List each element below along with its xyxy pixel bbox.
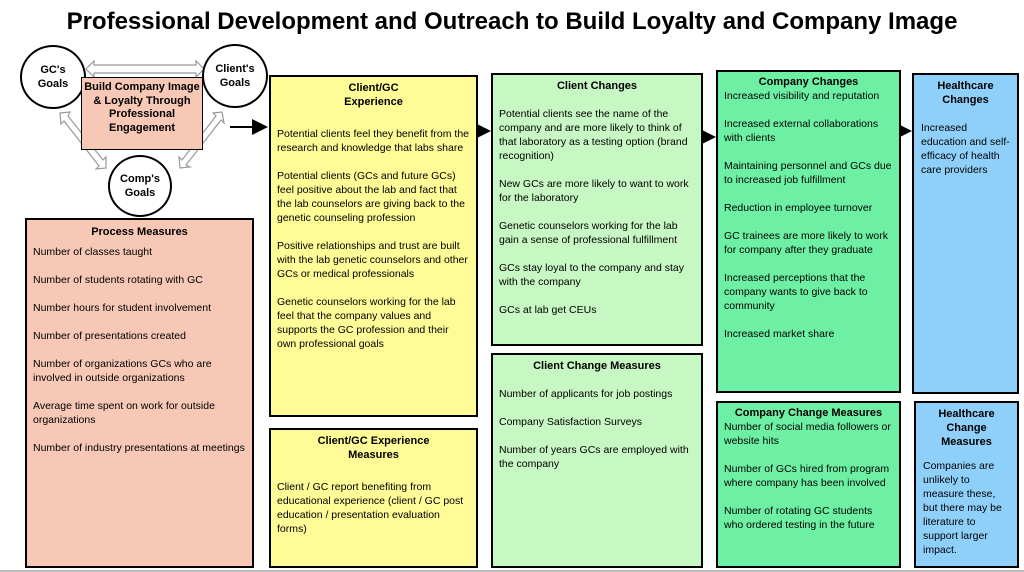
- list-item: Potential clients see the name of the co…: [499, 108, 688, 162]
- bottom-divider: [0, 570, 1024, 572]
- list-item: Average time spent on work for outside o…: [33, 400, 215, 426]
- list-item: Increased market share: [724, 328, 835, 340]
- healthcare-change-measures-box: Healthcare Change Measures Companies are…: [914, 401, 1019, 568]
- company-changes-heading: Company Changes: [758, 76, 859, 88]
- build-company-image-box: Build Company Image & Loyalty Through Pr…: [81, 77, 203, 150]
- list-item: Number of industry presentations at meet…: [33, 442, 245, 454]
- client-changes-heading: Client Changes: [556, 80, 638, 92]
- list-item: Reduction in employee turnover: [724, 202, 873, 214]
- list-item: Increased external collaborations with c…: [724, 118, 879, 144]
- client-change-measures-list: Number of applicants for job postings Co…: [499, 387, 695, 471]
- client-changes-list: Potential clients see the name of the co…: [499, 107, 695, 317]
- comps-goals-label: Comp's Goals: [120, 173, 160, 199]
- list-item: Number of presentations created: [33, 330, 186, 342]
- client-gc-experience-measures-heading: Client/GC Experience Measures: [317, 435, 430, 461]
- list-item: New GCs are more likely to want to work …: [499, 178, 689, 204]
- list-item: Number of GCs hired from program where c…: [724, 463, 890, 489]
- list-item: Number of applicants for job postings: [499, 388, 673, 400]
- client-gc-experience-measures-list: Client / GC report benefiting from educa…: [277, 480, 470, 536]
- company-change-measures-heading: Company Change Measures: [734, 407, 883, 419]
- gc-goals-label: GC's Goals: [37, 64, 69, 90]
- cycle-arrow-top: [85, 59, 205, 79]
- process-measures-list: Number of classes taught Number of stude…: [33, 245, 246, 455]
- list-item: Number hours for student involvement: [33, 302, 212, 314]
- list-item: Potential clients (GCs and future GCs) f…: [277, 170, 465, 224]
- process-measures-box: Process Measures Number of classes taugh…: [25, 218, 254, 568]
- healthcare-changes-list: Increased education and self-efficacy of…: [921, 121, 1010, 177]
- list-item: Number of rotating GC students who order…: [724, 505, 875, 531]
- list-item: Number of organizations GCs who are invo…: [33, 358, 212, 384]
- client-changes-box: Client Changes Potential clients see the…: [491, 73, 703, 346]
- gc-goals-circle: GC's Goals: [20, 45, 86, 109]
- company-change-measures-box: Company Change Measures Number of social…: [716, 401, 901, 568]
- healthcare-change-measures-list: Companies are unlikely to measure these,…: [923, 459, 1010, 557]
- healthcare-change-measures-heading: Healthcare Change Measures: [938, 408, 995, 448]
- list-item: Number of social media followers or webs…: [724, 421, 891, 447]
- client-change-measures-box: Client Change Measures Number of applica…: [491, 353, 703, 568]
- client-change-measures-heading: Client Change Measures: [533, 360, 661, 372]
- healthcare-changes-box: Healthcare Changes Increased education a…: [912, 73, 1019, 394]
- list-item: GCs stay loyal to the company and stay w…: [499, 262, 685, 288]
- list-item: Increased education and self-efficacy of…: [921, 122, 1010, 176]
- list-item: Increased perceptions that the company w…: [724, 272, 868, 312]
- company-changes-box: Company Changes Increased visibility and…: [716, 70, 901, 393]
- list-item: Increased visibility and reputation: [724, 90, 880, 102]
- list-item: GCs at lab get CEUs: [499, 304, 597, 316]
- clients-goals-label: Client's Goals: [215, 63, 255, 89]
- list-item: Genetic counselors working for the lab f…: [277, 296, 456, 350]
- list-item: Client / GC report benefiting from educa…: [277, 481, 464, 535]
- comps-goals-circle: Comp's Goals: [108, 155, 172, 217]
- company-change-measures-list: Number of social media followers or webs…: [724, 420, 893, 532]
- client-gc-experience-box: Client/GC Experience Potential clients f…: [269, 75, 478, 417]
- client-gc-experience-list: Potential clients feel they benefit from…: [277, 127, 470, 351]
- list-item: GC trainees are more likely to work for …: [724, 230, 888, 256]
- list-item: Positive relationships and trust are bui…: [277, 240, 468, 280]
- list-item: Potential clients feel they benefit from…: [277, 128, 470, 154]
- diagram-title: Professional Development and Outreach to…: [66, 8, 958, 35]
- client-gc-experience-measures-box: Client/GC Experience Measures Client / G…: [269, 428, 478, 568]
- healthcare-changes-heading: Healthcare Changes: [937, 80, 994, 106]
- build-company-image-label: Build Company Image & Loyalty Through Pr…: [84, 81, 200, 134]
- clients-goals-circle: Client's Goals: [202, 44, 268, 108]
- list-item: Company Satisfaction Surveys: [499, 416, 642, 428]
- list-item: Companies are unlikely to measure these,…: [923, 460, 1002, 556]
- list-item: Number of years GCs are employed with th…: [499, 444, 689, 470]
- list-item: Maintaining personnel and GCs due to inc…: [724, 160, 892, 186]
- company-changes-list: Increased visibility and reputation Incr…: [724, 89, 893, 341]
- process-measures-heading: Process Measures: [91, 226, 188, 238]
- list-item: Number of students rotating with GC: [33, 274, 203, 286]
- list-item: Genetic counselors working for the lab g…: [499, 220, 678, 246]
- client-gc-experience-heading: Client/GC Experience: [344, 82, 403, 108]
- list-item: Number of classes taught: [33, 246, 153, 258]
